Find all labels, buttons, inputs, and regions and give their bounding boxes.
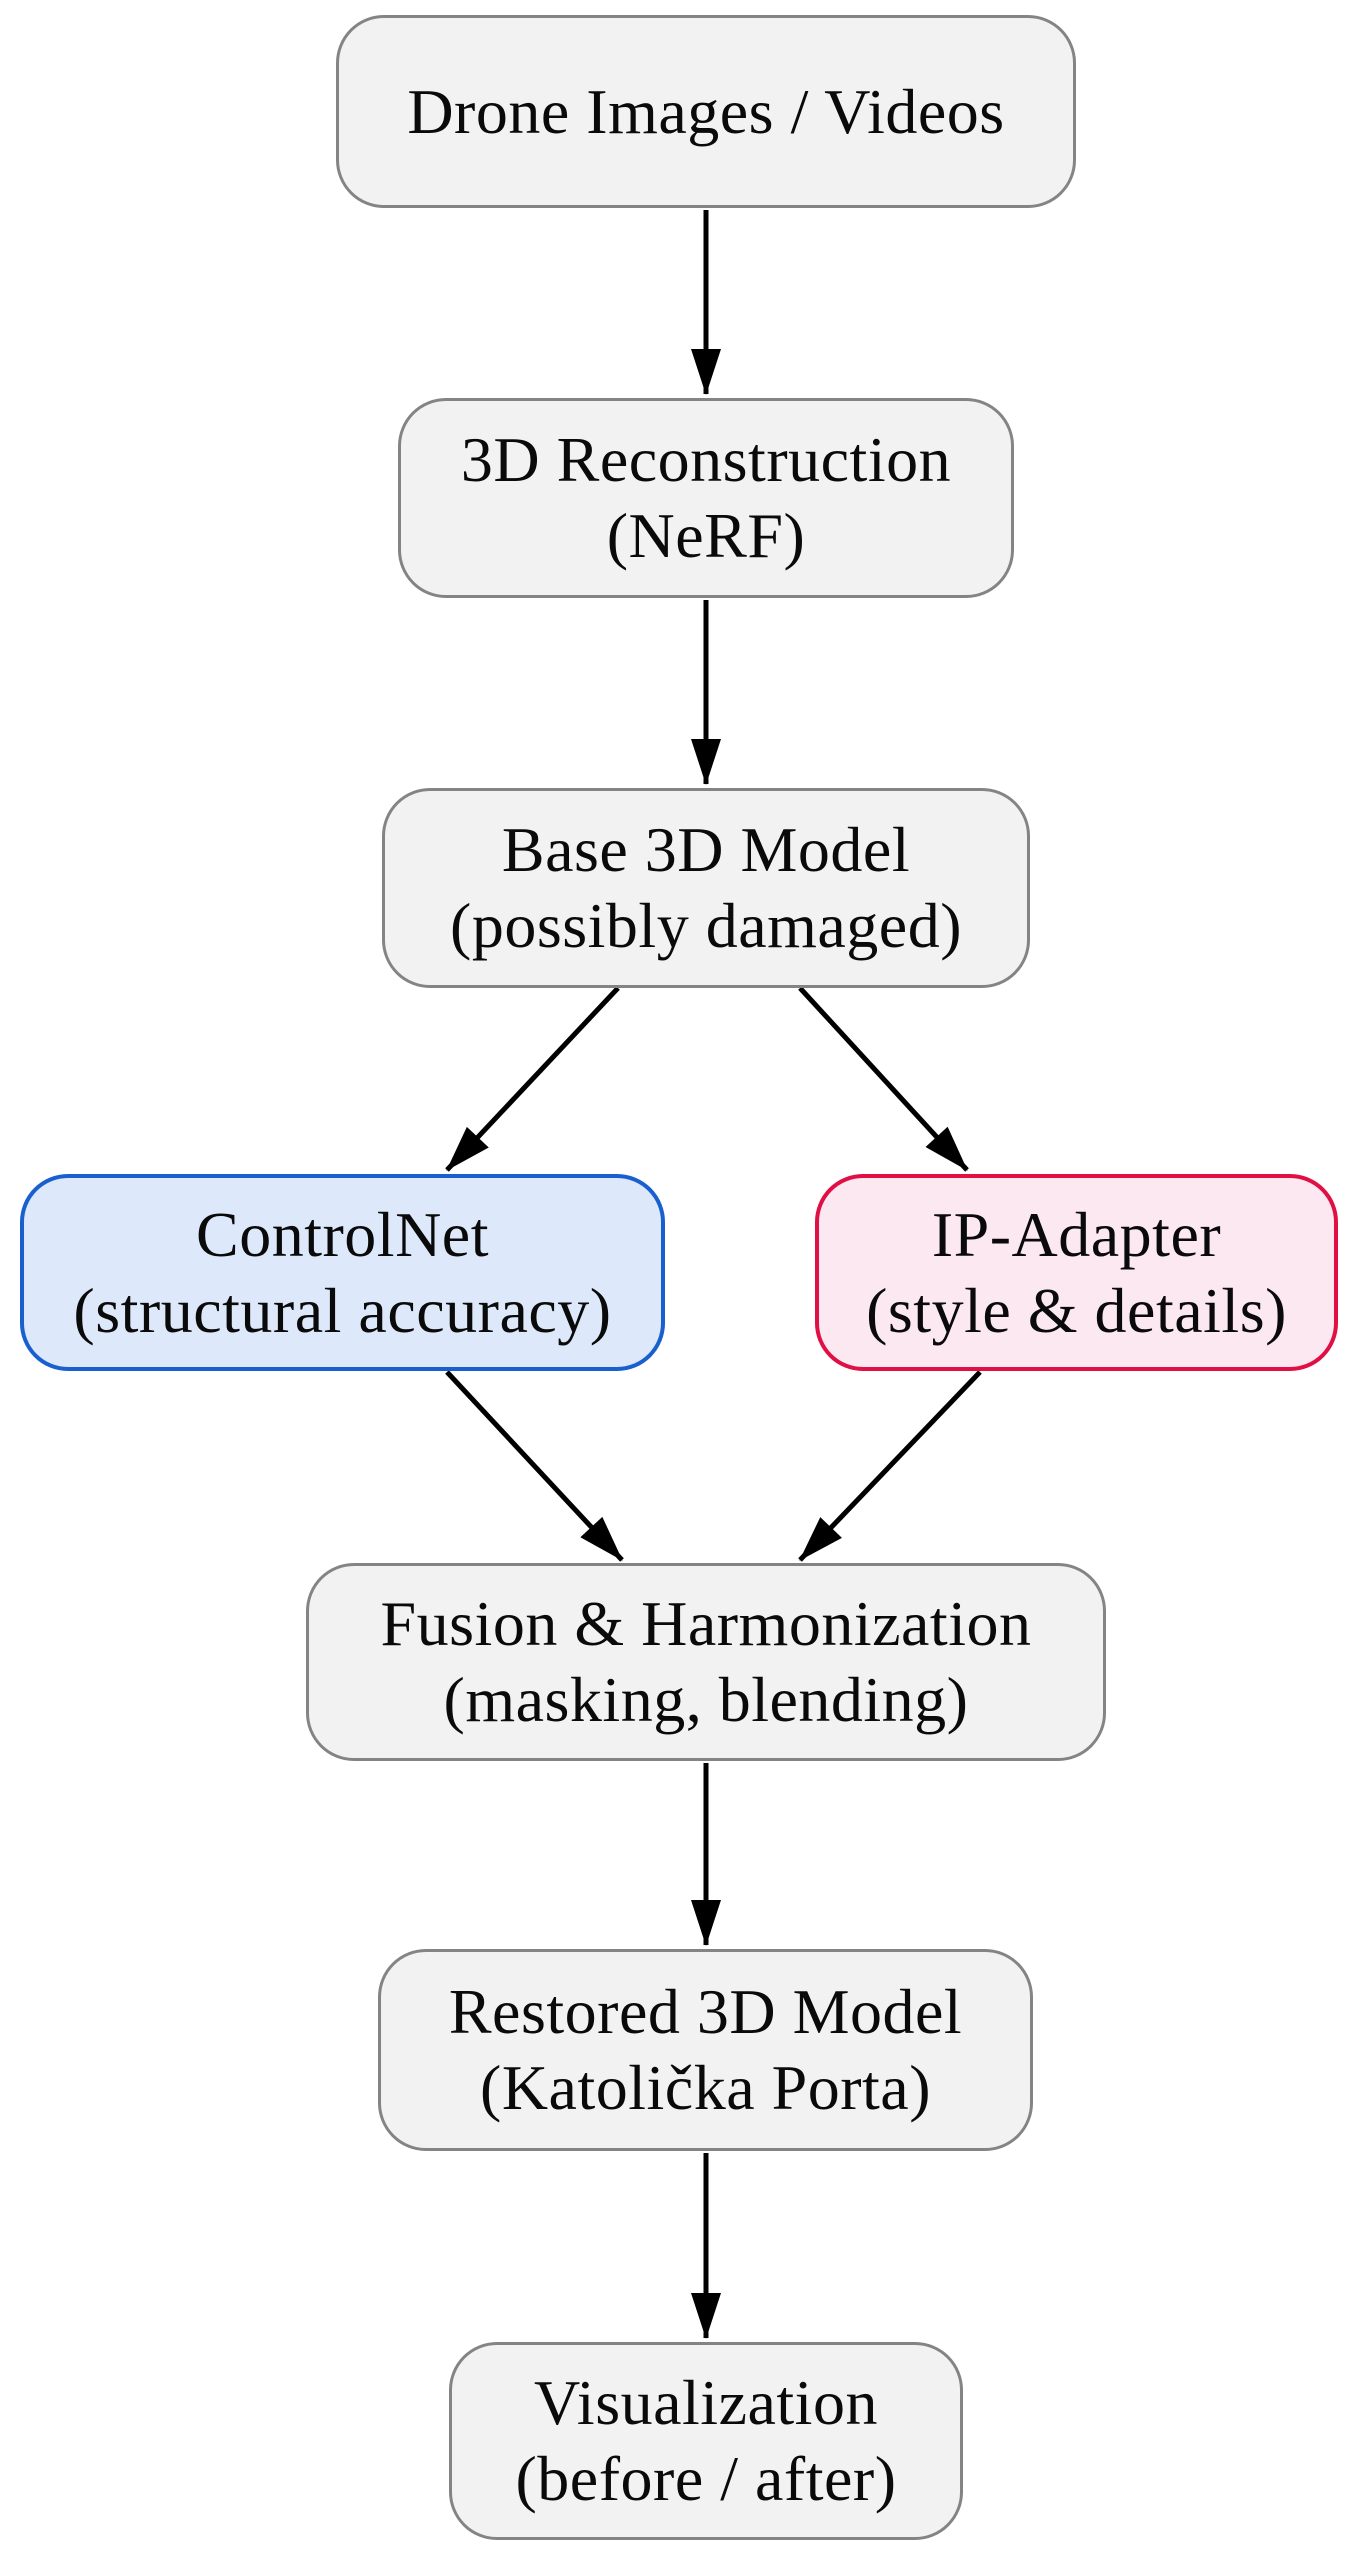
node-sublabel: (structural accuracy) bbox=[73, 1274, 612, 1346]
node-fusion-harmonization: Fusion & Harmonization (masking, blendin… bbox=[306, 1563, 1106, 1761]
edge-base-to-ip-adapter bbox=[798, 986, 969, 1172]
node-sublabel: (masking, blending) bbox=[443, 1664, 969, 1735]
node-label: Visualization bbox=[534, 2367, 878, 2439]
node-sublabel: (style & details) bbox=[866, 1274, 1287, 1346]
node-drone-images: Drone Images / Videos bbox=[336, 15, 1076, 208]
edge-ip-adapter-to-fusion bbox=[798, 1370, 982, 1562]
node-label: IP-Adapter bbox=[931, 1198, 1222, 1270]
edge-base-to-controlnet bbox=[445, 986, 620, 1172]
node-label: Fusion & Harmonization bbox=[380, 1588, 1032, 1660]
edge-controlnet-to-fusion bbox=[445, 1370, 624, 1562]
node-base-3d-model: Base 3D Model (possibly damaged) bbox=[382, 788, 1030, 988]
node-controlnet: ControlNet (structural accuracy) bbox=[20, 1174, 665, 1371]
node-sublabel: (NeRF) bbox=[606, 500, 806, 571]
node-sublabel: (Katolička Porta) bbox=[480, 2052, 931, 2123]
node-sublabel: (before / after) bbox=[515, 2443, 897, 2514]
node-restored-3d-model: Restored 3D Model (Katolička Porta) bbox=[378, 1949, 1033, 2151]
node-label: Restored 3D Model bbox=[448, 1976, 963, 2048]
node-label: Base 3D Model bbox=[501, 814, 911, 886]
node-ip-adapter: IP-Adapter (style & details) bbox=[815, 1174, 1338, 1371]
node-3d-reconstruction: 3D Reconstruction (NeRF) bbox=[398, 398, 1014, 598]
node-sublabel: (possibly damaged) bbox=[450, 890, 962, 961]
node-label: 3D Reconstruction bbox=[460, 424, 952, 496]
node-label: ControlNet bbox=[196, 1198, 489, 1270]
node-visualization: Visualization (before / after) bbox=[449, 2342, 963, 2540]
node-label: Drone Images / Videos bbox=[407, 75, 1005, 147]
